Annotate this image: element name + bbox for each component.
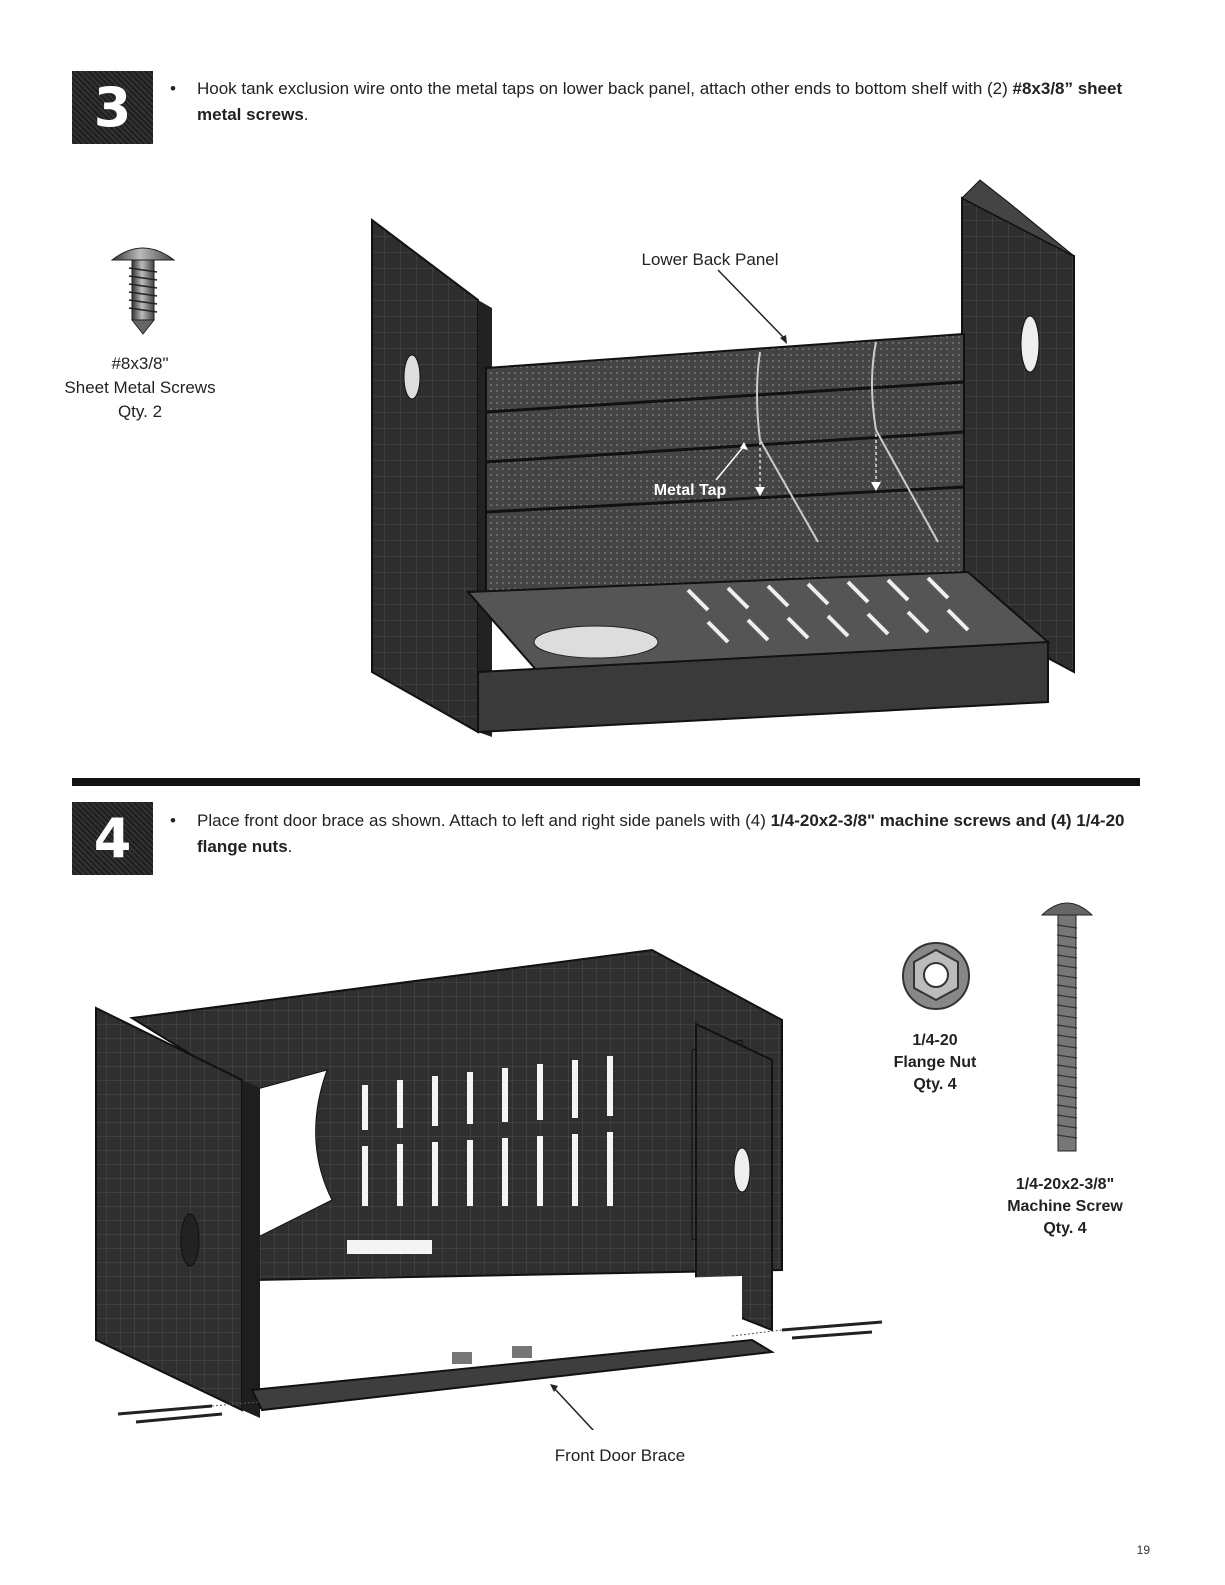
screw-part-name: #8x3/8": [111, 354, 169, 373]
flange-nut-desc: Flange Nut: [893, 1054, 977, 1071]
step-4-number: 4: [93, 807, 132, 870]
sheet-metal-screw-icon: [110, 247, 176, 335]
metal-tap-callout: Metal Tap: [653, 482, 727, 499]
screw-part-desc: Sheet Metal Screws: [64, 378, 216, 397]
step-4-assembly-diagram: [95, 948, 883, 1430]
section-divider: [72, 778, 1140, 786]
step-3-instruction-end: .: [303, 105, 309, 124]
flange-nut-label: 1/4-20 Flange Nut Qty. 4: [870, 1030, 1000, 1096]
step-3-instruction-part: #8x3/8” sheet metal screws: [197, 79, 1123, 124]
step-3-assembly-diagram: [371, 179, 1075, 737]
flange-nut-name: 1/4-20: [912, 1032, 958, 1049]
step-3-instruction-text: Hook tank exclusion wire onto the metal …: [197, 79, 1013, 98]
step-3-badge: 3: [72, 71, 153, 144]
flange-nut-icon: [902, 942, 970, 1010]
machine-screw-desc: Machine Screw: [1007, 1198, 1123, 1215]
step-3-number: 3: [93, 76, 132, 139]
machine-screw-qty: Qty. 4: [1043, 1220, 1087, 1237]
machine-screw-name: 1/4-20x2-3/8": [1015, 1176, 1115, 1193]
step-4-instruction-end: .: [287, 837, 293, 856]
bullet-icon: •: [170, 79, 176, 98]
step-4-badge: 4: [72, 802, 153, 875]
step-4-instruction: • Place front door brace as shown. Attac…: [170, 808, 1145, 860]
bullet-icon: •: [170, 811, 176, 830]
screw-part-label: #8x3/8" Sheet Metal Screws Qty. 2: [40, 352, 240, 424]
step-4-instruction-text: Place front door brace as shown. Attach …: [197, 811, 771, 830]
front-door-brace-callout: Front Door Brace: [554, 1446, 686, 1465]
page-number: 19: [1136, 1543, 1150, 1557]
lower-back-panel-callout: Lower Back Panel: [641, 250, 779, 269]
step-4-instruction-part: 1/4-20x2-3/8" machine screws and (4) 1/4…: [197, 811, 1125, 856]
machine-screw-icon: [1040, 902, 1094, 1152]
screw-part-qty: Qty. 2: [117, 402, 163, 421]
flange-nut-qty: Qty. 4: [913, 1076, 957, 1093]
machine-screw-label: 1/4-20x2-3/8" Machine Screw Qty. 4: [990, 1174, 1140, 1240]
step-3-instruction: • Hook tank exclusion wire onto the meta…: [170, 76, 1145, 128]
